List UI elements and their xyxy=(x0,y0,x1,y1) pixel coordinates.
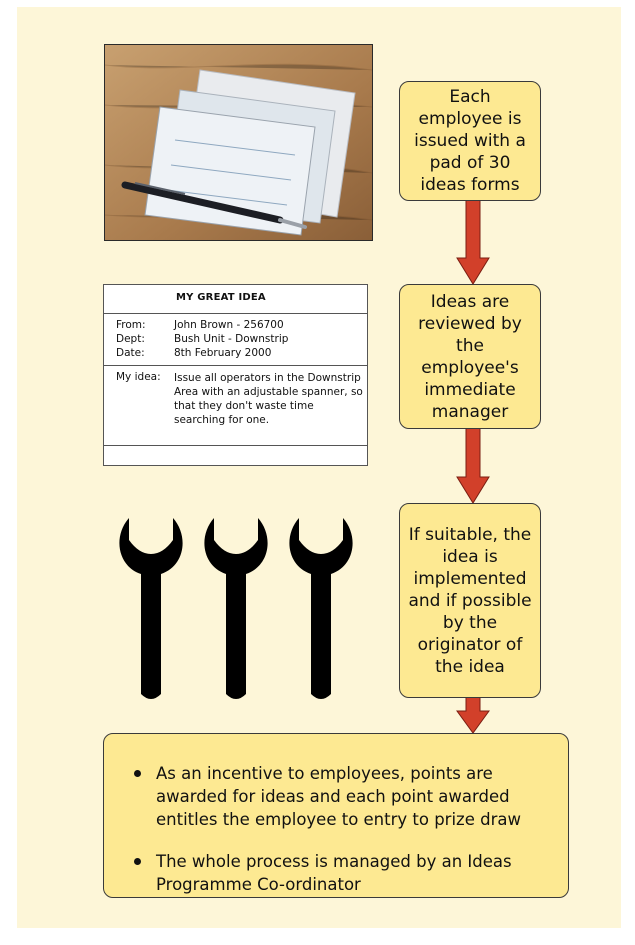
down-arrow-icon xyxy=(456,697,490,734)
form-from-row: From: John Brown - 256700 xyxy=(104,318,367,332)
step-issue-forms-text: Each employee is issued with a pad of 30… xyxy=(414,87,526,195)
form-idea-row: My idea: Issue all operators in the Down… xyxy=(104,366,367,446)
step-manager-review-text: Ideas are reviewed by the employee's imm… xyxy=(418,291,522,422)
summary-bullet-text: As an incentive to employees, points are… xyxy=(156,764,521,829)
step-issue-forms: Each employee is issued with a pad of 30… xyxy=(399,81,541,201)
form-from-value: John Brown - 256700 xyxy=(174,319,284,331)
spanner-icon xyxy=(204,518,268,699)
form-from-label: From: xyxy=(116,319,146,331)
form-dept-label: Dept: xyxy=(116,333,145,345)
form-idea-label: My idea: xyxy=(116,371,161,383)
form-date-row: Date: 8th February 2000 xyxy=(104,346,367,360)
bullet-dot-icon xyxy=(134,770,141,777)
form-header-fields: From: John Brown - 256700 Dept: Bush Uni… xyxy=(104,314,367,366)
form-title: MY GREAT IDEA xyxy=(104,285,367,314)
spanner-icon xyxy=(119,518,183,699)
form-idea-value: Issue all operators in the Downstrip Are… xyxy=(174,372,363,426)
summary-bullet: The whole process is managed by an Ideas… xyxy=(134,850,548,896)
down-arrow-icon xyxy=(456,428,490,504)
cheque-and-pen-photo-icon xyxy=(105,45,372,240)
spanner-icon xyxy=(289,518,353,699)
form-dept-value: Bush Unit - Downstrip xyxy=(174,333,289,345)
form-date-label: Date: xyxy=(116,347,145,359)
form-dept-row: Dept: Bush Unit - Downstrip xyxy=(104,332,367,346)
down-arrow-icon xyxy=(456,200,490,285)
step-implement-idea: If suitable, the idea is implemented and… xyxy=(399,503,541,698)
step-manager-review: Ideas are reviewed by the employee's imm… xyxy=(399,284,541,429)
bullet-dot-icon xyxy=(134,858,141,865)
form-date-value: 8th February 2000 xyxy=(174,347,272,359)
step-implement-idea-text: If suitable, the idea is implemented and… xyxy=(408,524,532,677)
summary-bullet-text: The whole process is managed by an Ideas… xyxy=(156,852,512,894)
idea-form: MY GREAT IDEA From: John Brown - 256700 … xyxy=(103,284,368,466)
summary-bullet: As an incentive to employees, points are… xyxy=(134,762,548,831)
cheque-photo xyxy=(104,44,373,241)
summary-box: As an incentive to employees, points are… xyxy=(103,733,569,898)
